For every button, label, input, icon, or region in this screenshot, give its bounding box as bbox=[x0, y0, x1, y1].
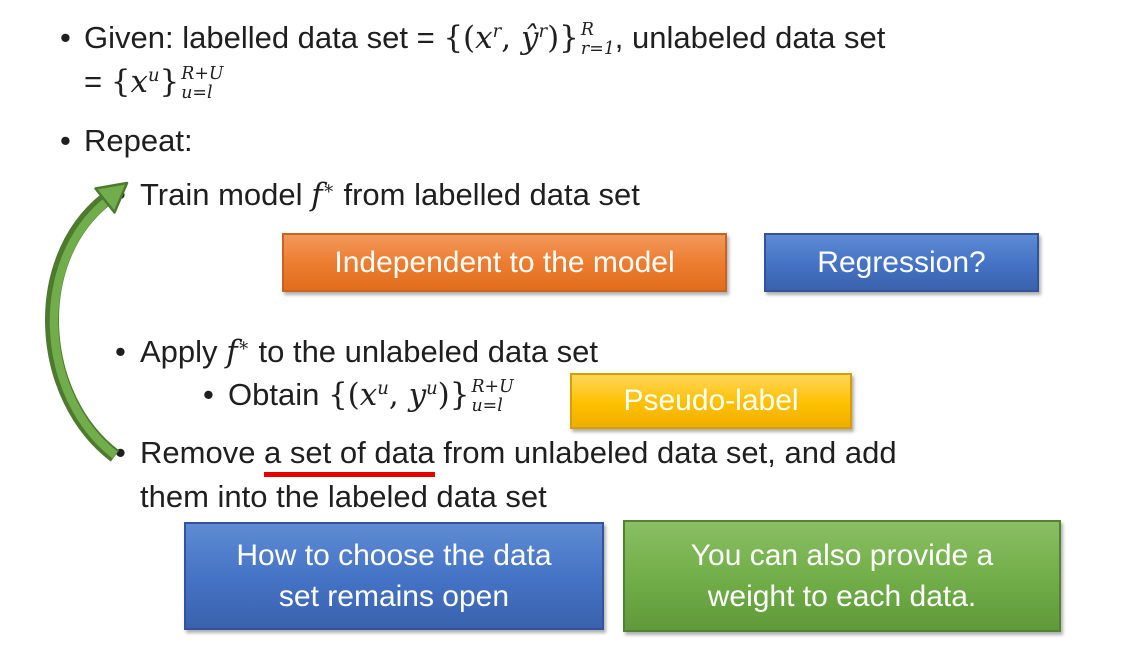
math-open: {( bbox=[327, 377, 360, 414]
callout-label: Regression? bbox=[817, 245, 986, 279]
math-var-y: y bbox=[408, 377, 427, 414]
math-close: )} bbox=[437, 377, 470, 414]
callout-line-1: You can also provide a bbox=[690, 538, 994, 572]
remove-line-2: them into the labeled data set bbox=[140, 476, 547, 518]
math-stack-sub: u=l bbox=[181, 82, 213, 103]
math-star: ∗ bbox=[237, 335, 250, 356]
obtain-text-pre: Obtain bbox=[228, 377, 328, 413]
callout-label: Independent to the model bbox=[334, 245, 675, 279]
callout-label: You can also provide a weight to each da… bbox=[691, 535, 993, 618]
train-text-post: from labelled data set bbox=[334, 177, 640, 213]
callout-pseudo-label: Pseudo-label bbox=[570, 373, 852, 429]
given-text-2: , unlabeled data set bbox=[614, 20, 886, 56]
math-sup-r: r bbox=[492, 21, 502, 42]
math-var-yhat: ŷ bbox=[520, 20, 539, 57]
apply-line: • Apply f∗ to the unlabeled data set bbox=[115, 325, 598, 373]
equals-sign: = bbox=[84, 64, 111, 100]
bullet-icon: • bbox=[203, 377, 214, 413]
given-text-1: Given: labelled data set = bbox=[84, 20, 444, 56]
repeat-line: • Repeat: bbox=[60, 120, 193, 162]
callout-independent-to-model: Independent to the model bbox=[282, 233, 727, 292]
math-var-x: x bbox=[130, 64, 148, 101]
bullet-icon: • bbox=[115, 435, 126, 470]
callout-line-2: set remains open bbox=[278, 580, 510, 613]
math-close: )} bbox=[547, 20, 579, 57]
remove-text-pre: Remove bbox=[140, 435, 265, 470]
math-sup-r: r bbox=[538, 21, 548, 42]
math-stack-sub: r=1 bbox=[580, 38, 615, 59]
math-star: ∗ bbox=[322, 178, 335, 199]
callout-choose-data: How to choose the data set remains open bbox=[184, 522, 604, 630]
math-sup-u: u bbox=[377, 378, 389, 399]
math-stack-sup: R+U bbox=[471, 376, 514, 397]
callout-line-1: How to choose the data bbox=[236, 538, 552, 572]
repeat-label: Repeat: bbox=[84, 123, 193, 158]
math-var-x: x bbox=[475, 20, 493, 57]
math-open: { bbox=[110, 64, 131, 101]
math-var-x: x bbox=[359, 377, 378, 414]
callout-line-2: weight to each data. bbox=[707, 580, 977, 613]
bullet-icon: • bbox=[115, 334, 126, 370]
math-comma: , bbox=[501, 20, 521, 57]
math-comma: , bbox=[388, 377, 409, 414]
apply-text-pre: Apply bbox=[140, 334, 227, 370]
math-stack-sup: R bbox=[580, 19, 594, 40]
underlined-phrase: a set of data bbox=[264, 435, 435, 477]
math-var-f: f bbox=[311, 177, 323, 214]
callout-weight: You can also provide a weight to each da… bbox=[623, 520, 1061, 632]
bullet-icon: • bbox=[60, 20, 71, 56]
loop-arrow-icon bbox=[45, 181, 129, 462]
math-sup-u: u bbox=[147, 65, 160, 86]
remove-line-1: • Remove a set of data from unlabeled dat… bbox=[115, 432, 897, 477]
train-line: •Train model f∗ from labelled data set bbox=[115, 168, 640, 216]
apply-text-post: to the unlabeled data set bbox=[249, 334, 599, 370]
math-stack-sub: u=l bbox=[471, 395, 503, 416]
callout-label: Pseudo-label bbox=[623, 384, 799, 418]
math-stack-sup: R+U bbox=[181, 63, 224, 84]
math-var-f: f bbox=[226, 334, 238, 371]
math-open: {( bbox=[443, 20, 476, 57]
callout-label: How to choose the data set remains open bbox=[236, 535, 551, 618]
bullet-icon: • bbox=[60, 123, 71, 158]
remove-text-post: from unlabeled data set, and add bbox=[434, 435, 897, 470]
remove-text-line2: them into the labeled data set bbox=[140, 479, 547, 514]
callout-regression: Regression? bbox=[764, 233, 1039, 292]
train-text-pre: Train model bbox=[140, 177, 312, 213]
math-close: } bbox=[159, 64, 180, 101]
math-sup-u: u bbox=[426, 378, 438, 399]
